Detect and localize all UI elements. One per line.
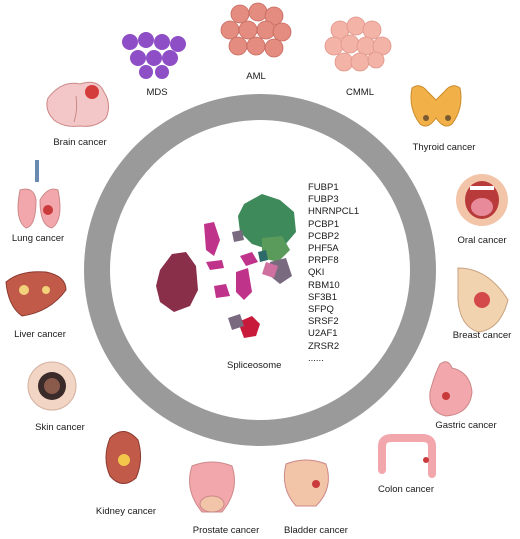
gene-item: U2AF1 [308,328,338,340]
cmml-cells-icon [324,16,392,72]
spliceosome-structure [156,194,296,338]
spliceosome-magenta-2 [206,260,224,270]
spliceosome-maroon-domain [156,252,198,312]
gene-item: PCBP1 [308,218,340,230]
label-bladder: Bladder cancer [284,525,348,536]
liver-icon [5,271,67,317]
gene-item: QKI [308,267,325,279]
gene-item: RBM10 [308,279,340,291]
spliceosome-magenta-4 [236,268,252,300]
outer-ring [84,94,436,446]
gene-item: PRPF8 [308,255,339,267]
label-liver: Liver cancer [14,329,66,340]
bladder-icon [283,459,329,507]
gene-item: SF3B1 [308,291,338,303]
lungs-icon [17,160,61,229]
label-brain: Brain cancer [53,137,107,148]
mouth-icon [456,174,508,226]
mds-cells-icon [122,32,186,79]
gene-item: ZRSR2 [308,340,340,352]
gene-item: SFPQ [308,304,334,316]
gene-item: SRSF2 [308,316,339,328]
spliceosome-magenta-3 [214,284,230,298]
spliceosome-green-lobe [262,236,290,262]
skin-icon [27,361,77,411]
gene-item: FUBP1 [308,182,339,193]
label-cmml: CMML [346,87,374,98]
gene-item: ...... [308,352,324,364]
gene-list: FUBP1 FUBP3 HNRNPCL1 PCBP1 PCBP2 PHF5A P… [308,182,359,365]
breast-icon [457,267,509,333]
label-thyroid: Thyroid cancer [412,142,476,153]
label-oral: Oral cancer [457,235,507,246]
stomach-icon [429,361,473,417]
label-colon: Colon cancer [378,484,434,495]
spliceosome-red-subunit [238,316,260,338]
label-skin: Skin cancer [35,422,85,433]
prostate-icon [189,461,235,513]
spliceosome-pink-1 [262,262,278,278]
spliceosome-magenta-5 [240,252,258,266]
label-prostate: Prostate cancer [192,525,260,536]
spliceosome-gray-1 [232,230,244,242]
label-lung: Lung cancer [11,233,65,244]
gene-item: HNRNPCL1 [308,206,360,218]
spliceosome-teal-1 [258,250,268,262]
thyroid-icon [410,85,462,127]
colon-icon [378,434,436,478]
label-kidney: Kidney cancer [95,506,157,517]
spliceosome-green-domain [238,194,296,250]
spliceosome-gray-2 [270,258,292,284]
label-aml: AML [246,71,266,82]
aml-cells-icon [220,2,292,58]
spliceosome-magenta-1 [204,222,220,256]
label-breast: Breast cancer [452,330,512,341]
brain-icon [46,81,110,127]
spliceosome-gray-3 [228,314,244,330]
gene-item: PCBP2 [308,230,340,242]
gene-item: FUBP3 [308,194,339,206]
gene-item: PHF5A [308,243,339,255]
label-gastric: Gastric cancer [435,420,497,431]
kidney-icon [105,431,142,484]
label-mds: MDS [146,87,168,98]
spliceosome-label: Spliceosome [227,360,282,371]
